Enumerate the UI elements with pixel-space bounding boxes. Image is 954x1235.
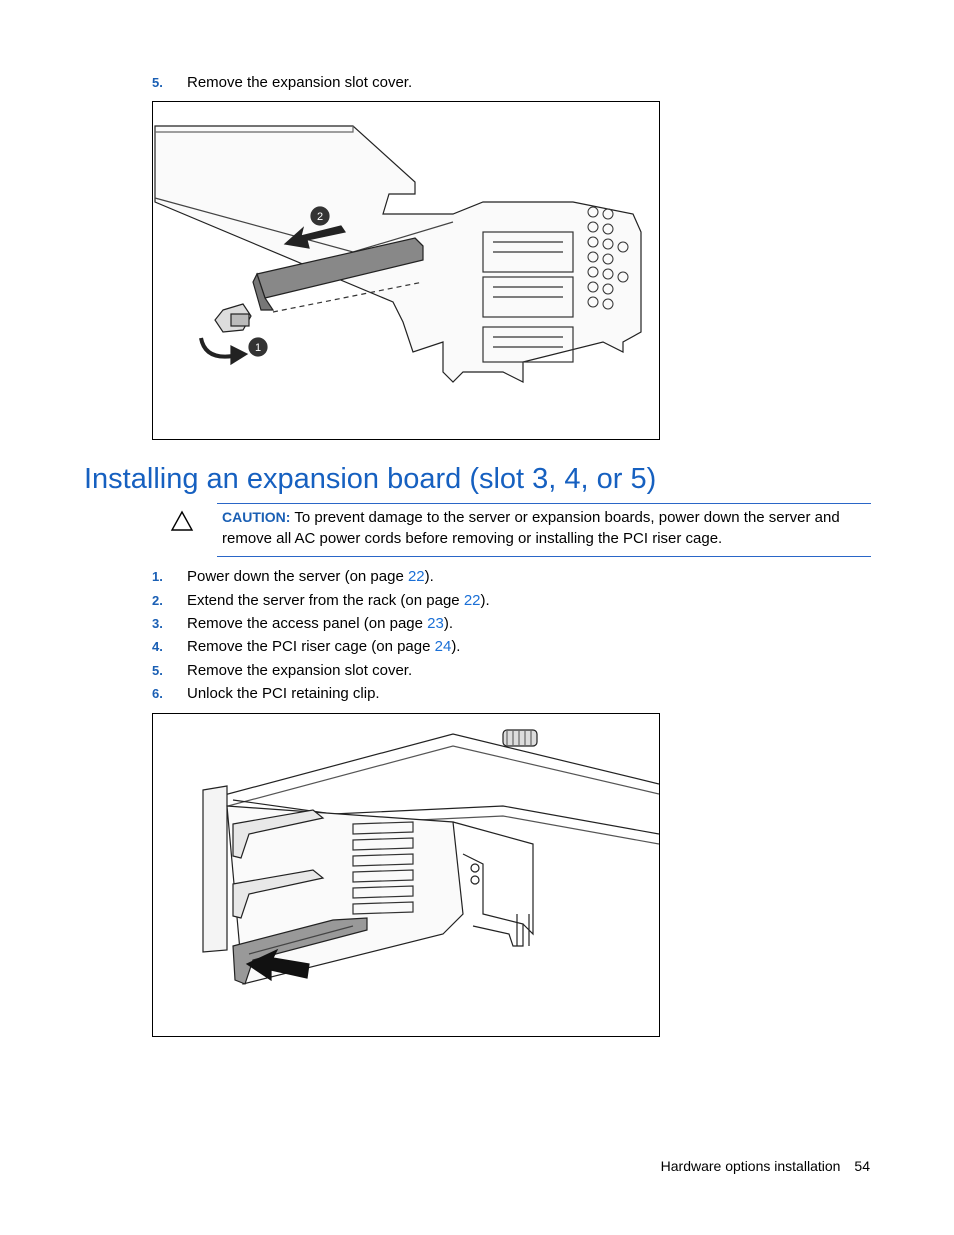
caution-text: CAUTION: To prevent damage to the server… bbox=[222, 507, 872, 549]
warning-triangle-icon bbox=[170, 510, 194, 531]
caution-body: To prevent damage to the server or expan… bbox=[222, 509, 840, 547]
step-number: 5. bbox=[152, 75, 163, 90]
step-text: Power down the server (on page bbox=[187, 568, 408, 585]
step-number: 4. bbox=[152, 639, 163, 654]
page-link[interactable]: 22 bbox=[407, 568, 425, 585]
step-number: 6. bbox=[152, 686, 163, 701]
callout-1: 1 bbox=[255, 342, 261, 354]
pci-retaining-clip-illustration bbox=[152, 713, 660, 1037]
section-title: Installing an expansion board (slot 3, 4… bbox=[84, 463, 657, 495]
step-text: Remove the expansion slot cover. bbox=[187, 662, 413, 679]
step-text-end: ). bbox=[480, 592, 490, 609]
footer-section-name: Hardware options installation bbox=[660, 1158, 841, 1174]
page-link[interactable]: 22 bbox=[463, 592, 481, 609]
slot-cover-removal-illustration: 2 1 bbox=[152, 101, 660, 440]
step-text: Unlock the PCI retaining clip. bbox=[187, 685, 380, 702]
caution-box bbox=[217, 503, 871, 557]
callout-2: 2 bbox=[317, 211, 323, 223]
step-text: Remove the PCI riser cage (on page bbox=[187, 638, 435, 655]
step-text-end: ). bbox=[443, 615, 454, 632]
page-number: 54 bbox=[854, 1158, 870, 1174]
step-text: Extend the server from the rack (on page bbox=[187, 592, 464, 609]
step-number: 5. bbox=[152, 663, 163, 678]
step-text-end: ). bbox=[451, 638, 461, 655]
caution-label: CAUTION: bbox=[222, 509, 291, 525]
step-number: 3. bbox=[152, 616, 163, 631]
step-text-end: ). bbox=[424, 568, 434, 585]
page-link[interactable]: 23 bbox=[427, 615, 444, 632]
step-text: Remove the expansion slot cover. bbox=[187, 74, 413, 91]
step-text: Remove the access panel (on page bbox=[187, 615, 428, 632]
page-link[interactable]: 24 bbox=[434, 638, 452, 655]
step-number: 1. bbox=[152, 569, 163, 584]
page-footer: Hardware options installation 54 bbox=[661, 1158, 870, 1174]
step-number: 2. bbox=[152, 593, 163, 608]
